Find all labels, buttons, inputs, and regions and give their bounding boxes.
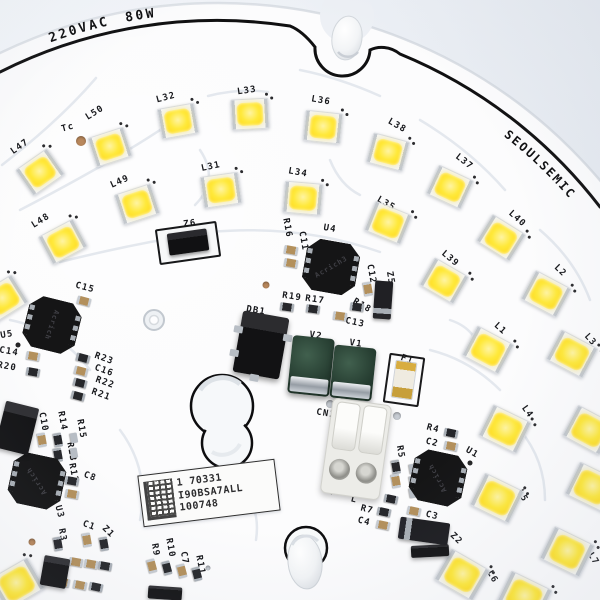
- silk-label-r5: R5: [393, 444, 407, 460]
- pad-chip: [69, 447, 79, 459]
- led-l34: [282, 178, 329, 216]
- led-die: [93, 131, 127, 163]
- led-die: [308, 113, 338, 141]
- top-peg: [331, 15, 363, 61]
- varistor-v1: [329, 344, 377, 402]
- led-l36: [302, 108, 349, 145]
- led-die: [0, 563, 38, 600]
- led-die: [162, 107, 194, 135]
- led-die: [288, 184, 318, 212]
- silkscreen-border: [0, 18, 600, 209]
- ic-marking: Acrich: [25, 465, 49, 497]
- via-dot: [393, 412, 401, 420]
- led-l31: [199, 166, 244, 209]
- via-dot: [15, 342, 21, 348]
- bottom-peg: [283, 525, 329, 590]
- via-dot: [76, 136, 86, 146]
- black-component: [39, 554, 71, 590]
- pad-chip: [69, 432, 79, 444]
- datamatrix-barcode: [143, 477, 177, 521]
- silk-label-r9: R9: [148, 542, 162, 558]
- led-l33: [230, 92, 274, 131]
- black-component: [147, 585, 183, 600]
- led-die: [372, 137, 404, 167]
- led-die: [476, 478, 518, 518]
- ic-marking: Acrich: [43, 308, 61, 342]
- led-die: [370, 206, 406, 240]
- ic-marking: Acrich3: [313, 254, 349, 280]
- via-dot: [205, 565, 211, 571]
- led-die: [236, 101, 264, 127]
- led-die: [432, 170, 468, 204]
- via-dot: [28, 538, 36, 546]
- via-dot: [467, 460, 473, 466]
- ic-marking: Acrich: [427, 462, 449, 494]
- led-die: [120, 188, 154, 220]
- black-component: [410, 544, 450, 558]
- via-dot: [326, 400, 334, 408]
- led-l32: [156, 97, 200, 140]
- silk-label-u4: U4: [322, 222, 338, 236]
- led-die: [485, 410, 525, 448]
- center-mounting-hole: [189, 373, 255, 470]
- varistor-v2: [287, 334, 335, 398]
- via-dot: [262, 281, 270, 289]
- screw-hole-left: [143, 309, 165, 331]
- led-die: [205, 176, 237, 204]
- diode-z5: [372, 280, 394, 320]
